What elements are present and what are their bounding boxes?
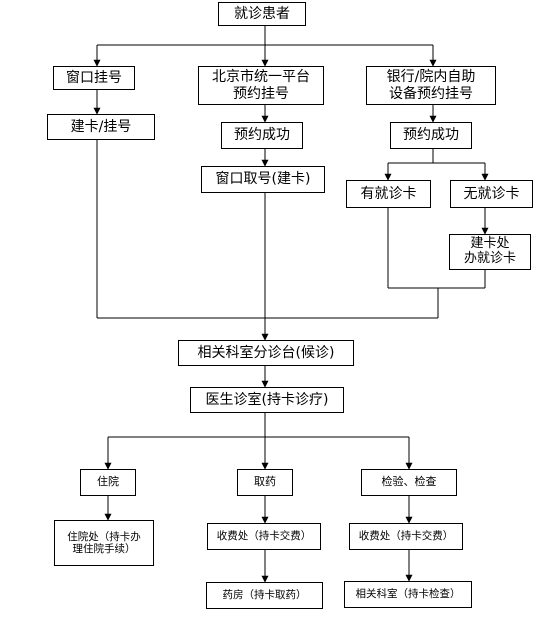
node-patient: 就诊患者 — [218, 2, 306, 26]
node-pharmacy-label: 药房（持卡取药） — [222, 589, 307, 602]
node-triage-desk-label: 相关科室分诊台(候诊) — [197, 344, 335, 361]
node-window-registration: 窗口挂号 — [53, 66, 135, 90]
node-booking-success-platform: 预约成功 — [221, 122, 303, 149]
node-booking-success-platform-label: 预约成功 — [234, 127, 290, 144]
node-card-registration-label: 建卡/挂号 — [70, 118, 132, 135]
node-window-registration-label: 窗口挂号 — [66, 69, 122, 86]
node-cashier-tests: 收费处（持卡交费） — [349, 523, 463, 550]
node-has-card: 有就诊卡 — [346, 180, 431, 208]
node-cashier-medicine-label: 收费处（持卡交费） — [216, 530, 312, 543]
node-exam-department-label: 相关科室（持卡检查） — [355, 588, 461, 601]
node-self-service-booking: 银行/院内自助 设备预约挂号 — [366, 66, 496, 105]
node-card-office-line2: 办就诊卡 — [463, 251, 516, 266]
node-exam-department: 相关科室（持卡检查） — [344, 581, 472, 608]
node-card-office-line1: 建卡处 — [470, 236, 510, 252]
node-doctor-room: 医生诊室(持卡诊疗) — [190, 387, 344, 413]
node-self-service-booking-line2: 设备预约挂号 — [389, 85, 473, 102]
node-tests-label: 检验、检查 — [381, 475, 437, 489]
node-window-pickup-label: 窗口取号(建卡) — [215, 171, 311, 188]
node-self-service-booking-line1: 银行/院内自助 — [386, 69, 476, 86]
node-inpatient: 住院 — [80, 469, 136, 496]
node-has-card-label: 有就诊卡 — [360, 185, 417, 202]
node-admission-office-line1: 住院处（持卡办 — [67, 530, 141, 543]
node-admission-office-line2: 理住院手续） — [72, 543, 136, 555]
node-card-registration: 建卡/挂号 — [47, 114, 155, 140]
node-doctor-room-label: 医生诊室(持卡诊疗) — [205, 391, 329, 408]
node-medicine-label: 取药 — [254, 475, 276, 489]
node-pharmacy: 药房（持卡取药） — [206, 582, 323, 609]
node-patient-label: 就诊患者 — [234, 5, 290, 22]
node-platform-booking-line1: 北京市统一平台 — [212, 69, 310, 86]
node-admission-office: 住院处（持卡办 理住院手续） — [54, 520, 154, 566]
node-no-card: 无就诊卡 — [450, 180, 533, 208]
node-triage-desk: 相关科室分诊台(候诊) — [178, 340, 354, 366]
node-inpatient-label: 住院 — [97, 475, 119, 489]
node-booking-success-self-label: 预约成功 — [403, 127, 459, 144]
node-platform-booking-line2: 预约挂号 — [233, 85, 289, 102]
node-booking-success-self: 预约成功 — [390, 122, 472, 149]
node-medicine: 取药 — [237, 469, 293, 496]
node-cashier-tests-label: 收费处（持卡交费） — [358, 530, 454, 543]
node-no-card-label: 无就诊卡 — [463, 185, 520, 202]
node-window-pickup: 窗口取号(建卡) — [201, 166, 325, 193]
node-tests: 检验、检查 — [361, 469, 457, 496]
node-platform-booking: 北京市统一平台 预约挂号 — [198, 66, 324, 105]
node-card-office: 建卡处 办就诊卡 — [449, 234, 531, 270]
node-cashier-medicine: 收费处（持卡交费） — [207, 523, 321, 550]
